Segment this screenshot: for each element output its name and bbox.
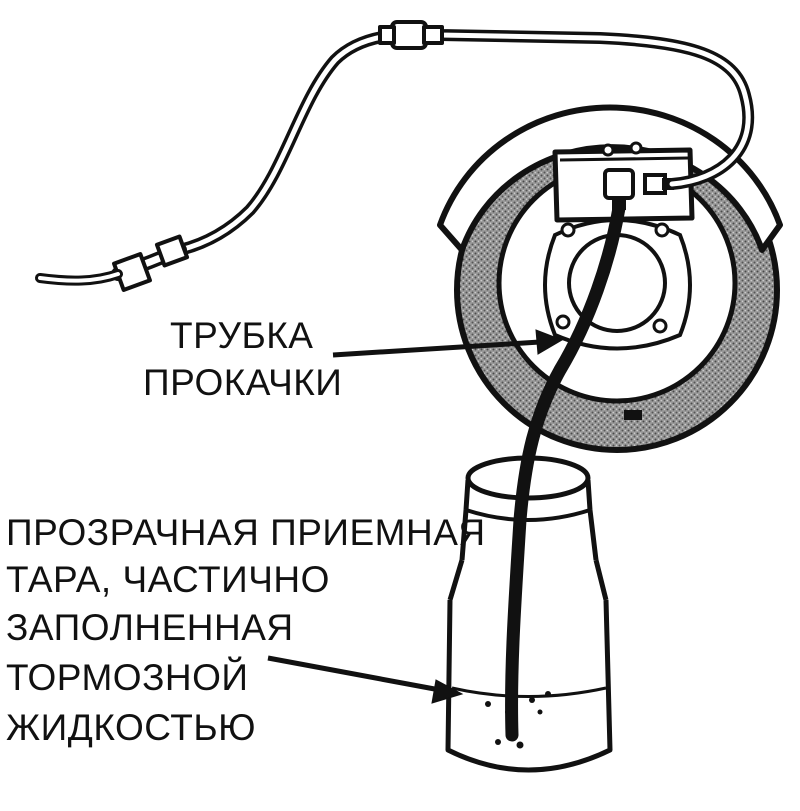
line-coupler xyxy=(378,20,444,50)
bleeder-screw xyxy=(603,168,635,210)
bleed-hose-label-line2: ПРОКАЧКИ xyxy=(143,362,342,403)
container-body xyxy=(445,599,613,773)
inspection-slot xyxy=(624,410,642,420)
container-leader xyxy=(267,655,441,693)
bolt-hole xyxy=(652,318,668,334)
callout-arrows xyxy=(267,329,564,704)
container-label-line5: ЖИДКОСТЬЮ xyxy=(6,707,256,748)
receiving-container xyxy=(445,455,613,773)
container-label-line1: ПРОЗРАЧНАЯ ПРИЕМНАЯ xyxy=(6,512,486,553)
bleed-hose-label: ТРУБКА ПРОКАЧКИ xyxy=(143,315,342,403)
container-arrowhead xyxy=(431,679,464,704)
bleed-hose-label-line1: ТРУБКА xyxy=(170,315,313,356)
brake-line xyxy=(35,20,755,292)
bolt-hole xyxy=(560,222,576,238)
container-label: ПРОЗРАЧНАЯ ПРИЕМНАЯ ТАРА, ЧАСТИЧНО ЗАПОЛ… xyxy=(6,512,486,748)
cylinder-bolt xyxy=(601,143,615,157)
brake-shoe-arc xyxy=(437,104,783,253)
cylinder-bolt xyxy=(629,141,643,155)
bleed-hose-leader xyxy=(332,339,541,358)
fluid-level xyxy=(451,686,607,698)
bleed-hose-arrowhead xyxy=(535,329,564,355)
container-label-line2: ТАРА, ЧАСТИЧНО xyxy=(6,559,330,600)
bolt-hole xyxy=(654,222,670,238)
container-label-line3: ЗАПОЛНЕННАЯ xyxy=(6,607,294,648)
line-end-fitting xyxy=(111,234,190,292)
bleed-hose xyxy=(505,201,626,742)
container-label-line4: ТОРМОЗНОЙ xyxy=(6,656,249,698)
bolt-hole xyxy=(555,314,571,330)
